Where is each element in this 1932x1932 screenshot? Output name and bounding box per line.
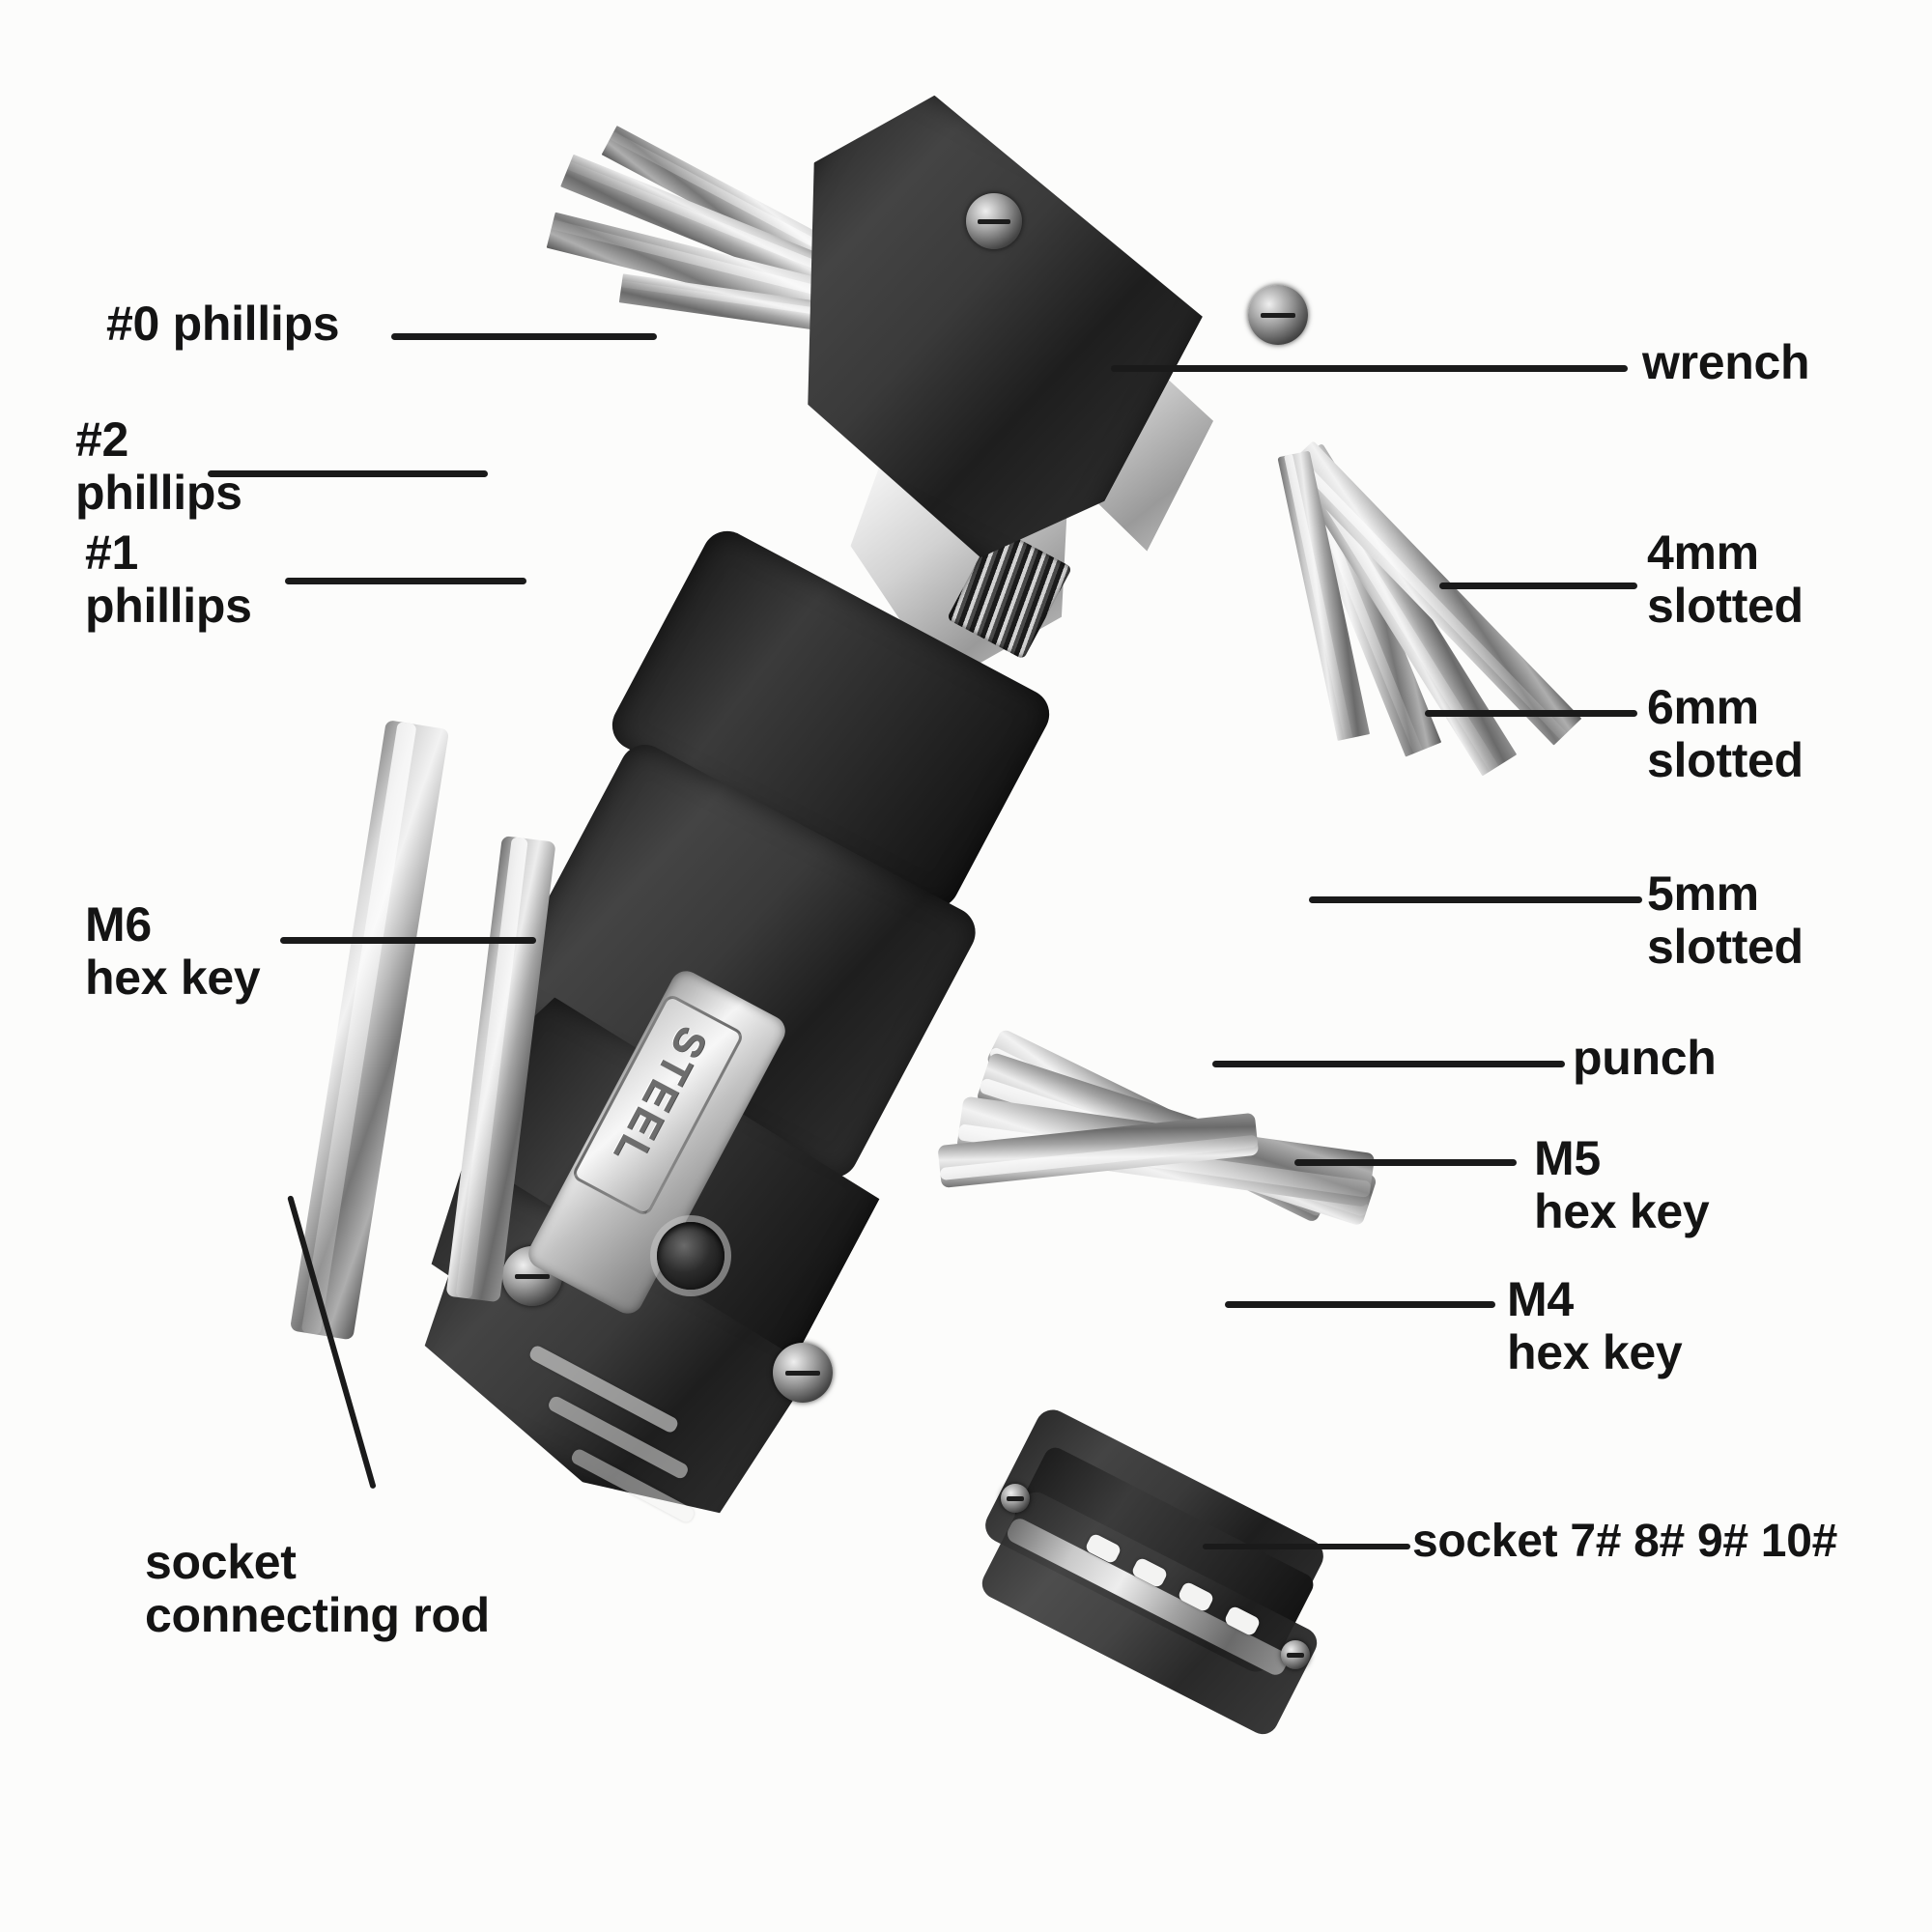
callout-label-slotted-5mm: 5mm slotted: [1647, 867, 1804, 974]
leader-slotted-4mm: [1439, 582, 1637, 589]
callout-label-wrench: wrench: [1642, 335, 1810, 389]
socket-set-screw-right: [1281, 1640, 1310, 1669]
leader-slotted-5mm: [1309, 896, 1642, 903]
pivot-screw-top: [966, 193, 1022, 249]
leader-m4-hex-key: [1225, 1301, 1495, 1308]
leader-wrench: [1111, 365, 1628, 372]
callout-label-punch: punch: [1573, 1031, 1717, 1085]
leader-phillips-1: [285, 578, 526, 584]
callout-label-phillips-1: #1 phillips: [85, 526, 252, 633]
callout-label-m5-hex-key: M5 hex key: [1534, 1131, 1710, 1238]
callout-label-m4-hex-key: M4 hex key: [1507, 1272, 1683, 1379]
callout-label-phillips-2: #2 phillips: [75, 412, 242, 520]
hexkey-m6: [289, 720, 450, 1341]
callout-label-socket-set: socket 7# 8# 9# 10#: [1412, 1516, 1837, 1567]
leader-m5-hex-key: [1294, 1159, 1517, 1166]
callout-label-phillips-0: #0 phillips: [106, 297, 340, 351]
leader-m6-hex-key: [280, 937, 536, 944]
pivot-screw-upper: [1248, 285, 1308, 345]
leader-punch: [1212, 1061, 1565, 1067]
callout-label-slotted-4mm: 4mm slotted: [1647, 526, 1804, 633]
callout-label-slotted-6mm: 6mm slotted: [1647, 680, 1804, 787]
callout-label-m6-hex-key: M6 hex key: [85, 897, 261, 1005]
socket-drive-hole: [657, 1222, 724, 1290]
leader-phillips-2: [208, 470, 488, 477]
leader-socket-set: [1203, 1544, 1410, 1549]
pivot-screw-bottom: [773, 1343, 833, 1403]
leader-phillips-0: [391, 333, 657, 340]
socket-set-screw-left: [1001, 1484, 1030, 1513]
leader-slotted-6mm: [1425, 710, 1637, 717]
callout-label-socket-rod: socket connecting rod: [145, 1535, 490, 1642]
socket-set-piece: [976, 1404, 1381, 1758]
